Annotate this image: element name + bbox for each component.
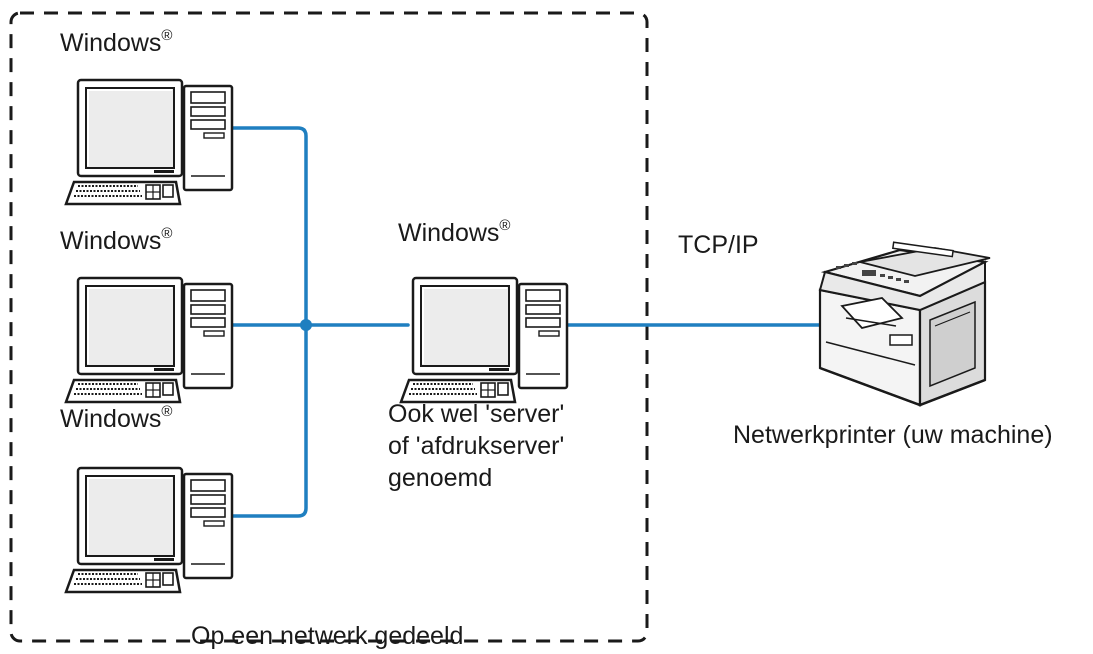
server-caption: Ook wel 'server' of 'afdrukserver' genoe…	[388, 398, 564, 494]
network-junction-dot	[300, 319, 312, 331]
multifunction-printer-icon	[818, 241, 991, 407]
server-caption-line-2: of 'afdrukserver'	[388, 432, 565, 460]
shared-network-boundary	[9, 11, 649, 643]
client-pc-3-os-label: Windows®	[60, 403, 173, 433]
printer-caption: Netwerkprinter (uw machine)	[733, 421, 1053, 449]
server-caption-line-3: genoemd	[388, 464, 493, 492]
server-pc-icon	[399, 276, 569, 404]
client-pc-2-icon	[64, 276, 234, 404]
server-os-label: Windows®	[398, 217, 511, 247]
client-pc-1-os-label: Windows®	[60, 27, 173, 57]
client-pc-1-icon	[64, 78, 234, 206]
protocol-label: TCP/IP	[678, 231, 759, 259]
client-backbone-line	[230, 126, 308, 518]
client-pc-3-icon	[64, 466, 234, 594]
group-caption: Op een netwerk gedeeld	[191, 622, 464, 650]
server-caption-line-1: Ook wel 'server'	[388, 400, 565, 428]
client-pc-2-os-label: Windows®	[60, 225, 173, 255]
